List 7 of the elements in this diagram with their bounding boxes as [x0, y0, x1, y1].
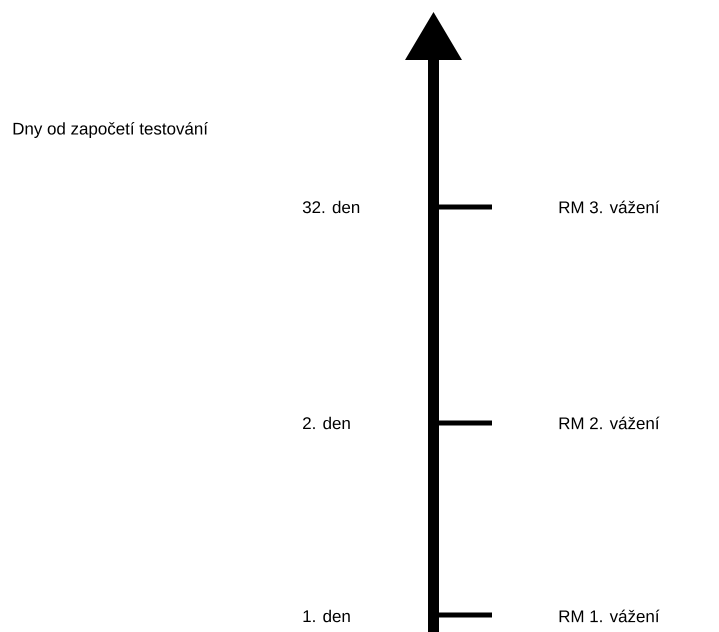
event-label: RM 1. vážení — [560, 610, 660, 622]
axis-title: Dny od započetí testování — [14, 122, 208, 138]
day-label: 2. den — [303, 416, 350, 430]
day-label: 32. den — [302, 200, 360, 214]
event-label: RM 3. vážení — [560, 200, 660, 214]
day-label: 1. den — [304, 610, 350, 622]
event-label: RM 2. vážení — [560, 416, 660, 430]
